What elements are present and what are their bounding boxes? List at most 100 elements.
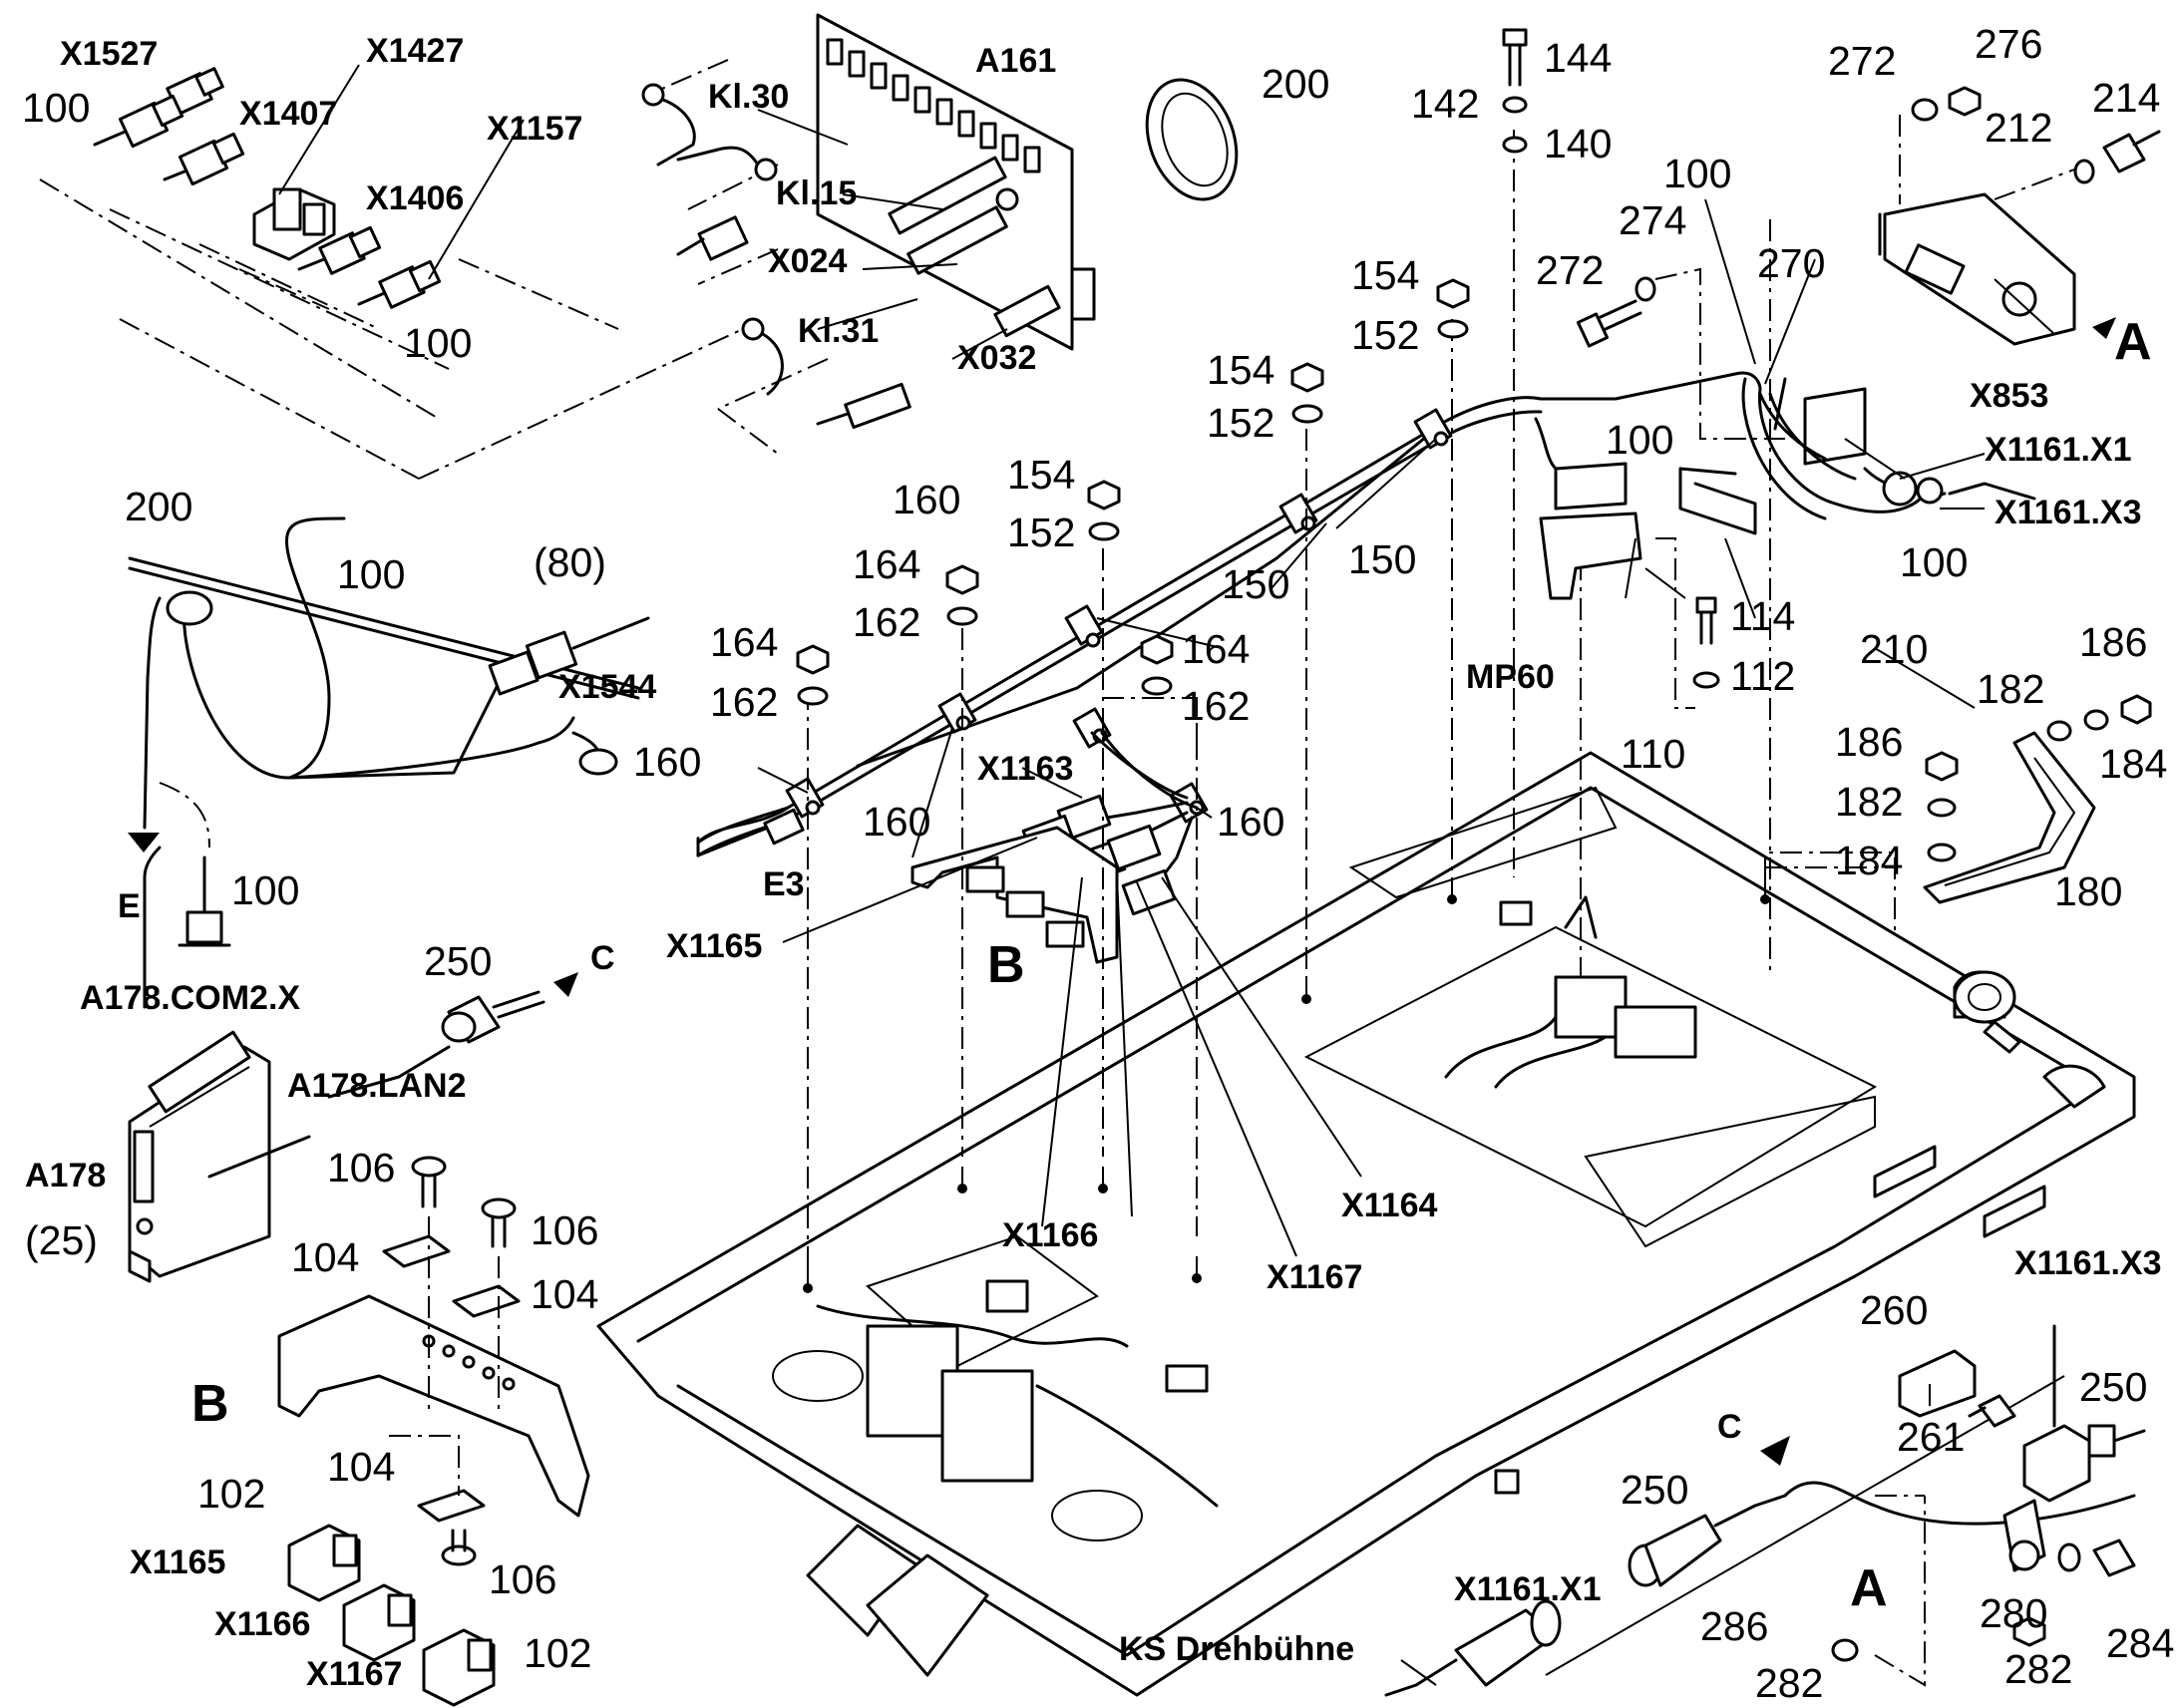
label-x1167-detail: X1167	[306, 1655, 402, 1693]
clamp-280-fasteners	[1831, 1381, 2136, 1687]
label-200-top: 200	[1262, 61, 1329, 107]
label-a178-lan2: A178.LAN2	[287, 1067, 467, 1105]
connector-250-lan2	[327, 972, 578, 1099]
label-180: 180	[2054, 868, 2122, 914]
bracket-b-detail	[277, 1294, 590, 1518]
label-x1161x1-bottom: X1161.X1	[1454, 1570, 1601, 1608]
label-282-a: 282	[1755, 1660, 1823, 1706]
label-140: 140	[1544, 121, 1612, 167]
label-x1157: X1157	[487, 110, 582, 148]
label-x1163: X1163	[977, 750, 1073, 788]
label-106-b: 106	[531, 1207, 598, 1253]
label-104-b: 104	[531, 1271, 598, 1317]
label-x1167: X1167	[1267, 1258, 1362, 1296]
bracket-180	[1764, 731, 2096, 932]
connector-x1161x3-bottom	[2022, 1324, 2146, 1503]
label-182-a: 182	[1977, 666, 2044, 712]
label-x853: X853	[1970, 377, 2048, 415]
module-a178	[128, 1030, 311, 1283]
label-x1527: X1527	[60, 35, 158, 73]
mount-mp60	[1539, 462, 1642, 600]
label-c-right: C	[1717, 1408, 1742, 1446]
a161-relays	[826, 38, 1041, 173]
connector-x1157-plug-b	[357, 259, 442, 309]
label-160-b: 160	[633, 739, 701, 785]
label-162-a: 162	[853, 599, 920, 645]
cable-strap-200	[1145, 78, 1239, 201]
label-x1427: X1427	[366, 32, 464, 70]
label-e: E	[118, 887, 141, 925]
platform-base-plate	[596, 751, 2136, 1697]
label-x1161x1-top: X1161.X1	[1985, 431, 2131, 469]
label-x1161x3-top: X1161.X3	[1995, 494, 2141, 531]
connector-x1407-plug	[93, 94, 184, 149]
label-102-a: 102	[197, 1471, 265, 1517]
label-284: 284	[2106, 1620, 2174, 1666]
label-150-a: 150	[1348, 536, 1416, 582]
label-152-c: 152	[1007, 510, 1075, 555]
connector-x1157-plug	[297, 225, 382, 275]
label-250-round: 250	[1621, 1467, 1688, 1513]
label-100-g: 100	[231, 867, 299, 913]
connector-a178-com2	[159, 782, 231, 947]
label-186-b: 186	[1835, 719, 1903, 765]
label-214: 214	[2092, 75, 2160, 121]
label-261: 261	[1897, 1414, 1965, 1460]
label-150-b: 150	[1222, 561, 1289, 607]
label-x032: X032	[957, 339, 1036, 377]
label-106-c: 106	[489, 1556, 556, 1602]
label-200-left: 200	[125, 484, 192, 529]
screw-144	[1502, 28, 1528, 154]
label-a-top: A	[2114, 313, 2152, 371]
label-184-a: 184	[2099, 741, 2167, 787]
harness-left-100	[128, 516, 650, 1009]
label-286: 286	[1700, 1603, 1768, 1649]
label-144: 144	[1544, 35, 1612, 81]
label-164-c: 164	[710, 619, 778, 665]
label-ks-drehbuehne: KS Drehbühne	[1119, 1630, 1354, 1668]
label-186-a: 186	[2079, 619, 2147, 665]
label-182-b: 182	[1835, 779, 1903, 825]
cables-to-a161	[641, 83, 911, 430]
label-x1165-detail: X1165	[130, 1543, 225, 1581]
board-a161	[816, 13, 1096, 351]
label-x1406: X1406	[366, 179, 464, 217]
callout-labels: X1527 X1427 X1407 X1157 X1406 100 100 A1…	[22, 21, 2174, 1706]
connector-x1161x1-bottom	[1384, 1599, 1562, 1697]
label-x1544: X1544	[558, 668, 656, 706]
label-154-c: 154	[1007, 452, 1075, 498]
label-b-detail: B	[191, 1375, 229, 1433]
label-112: 112	[1730, 653, 1795, 699]
label-162-b: 162	[1182, 683, 1250, 729]
label-100-b: 100	[404, 320, 472, 366]
label-104-c: 104	[327, 1444, 395, 1490]
label-a178-com2x: A178.COM2.X	[80, 979, 300, 1017]
label-250-right: 250	[2079, 1364, 2147, 1410]
arrow-c-right	[1760, 1436, 1790, 1466]
bracket-210	[1678, 467, 1757, 535]
label-114: 114	[1730, 593, 1795, 639]
nut-washers-186-182-184	[1925, 694, 2152, 862]
screws-106-clips-104	[382, 1156, 521, 1566]
label-100-d: 100	[1900, 539, 1968, 585]
label-152-a: 152	[1351, 312, 1419, 358]
label-100-f: 100	[337, 551, 405, 597]
label-kl15: Kl.15	[776, 174, 857, 212]
connector-x1527	[166, 67, 224, 116]
label-142: 142	[1411, 81, 1479, 127]
label-274: 274	[1619, 197, 1686, 243]
label-100-e: 100	[1606, 417, 1673, 463]
label-160-a: 160	[893, 477, 960, 522]
screw-114	[1655, 537, 1720, 709]
label-152-b: 152	[1207, 400, 1274, 446]
label-b-main: B	[987, 936, 1025, 994]
label-106-a: 106	[327, 1145, 395, 1191]
label-25: (25)	[25, 1217, 98, 1263]
label-100-a: 100	[22, 85, 90, 131]
label-260: 260	[1860, 1287, 1928, 1333]
label-a178: A178	[25, 1157, 106, 1195]
connector-x1427	[163, 132, 245, 186]
label-154-a: 154	[1351, 252, 1419, 298]
clip-260-screw-261	[1898, 1349, 2016, 1428]
label-164-a: 164	[853, 541, 920, 587]
